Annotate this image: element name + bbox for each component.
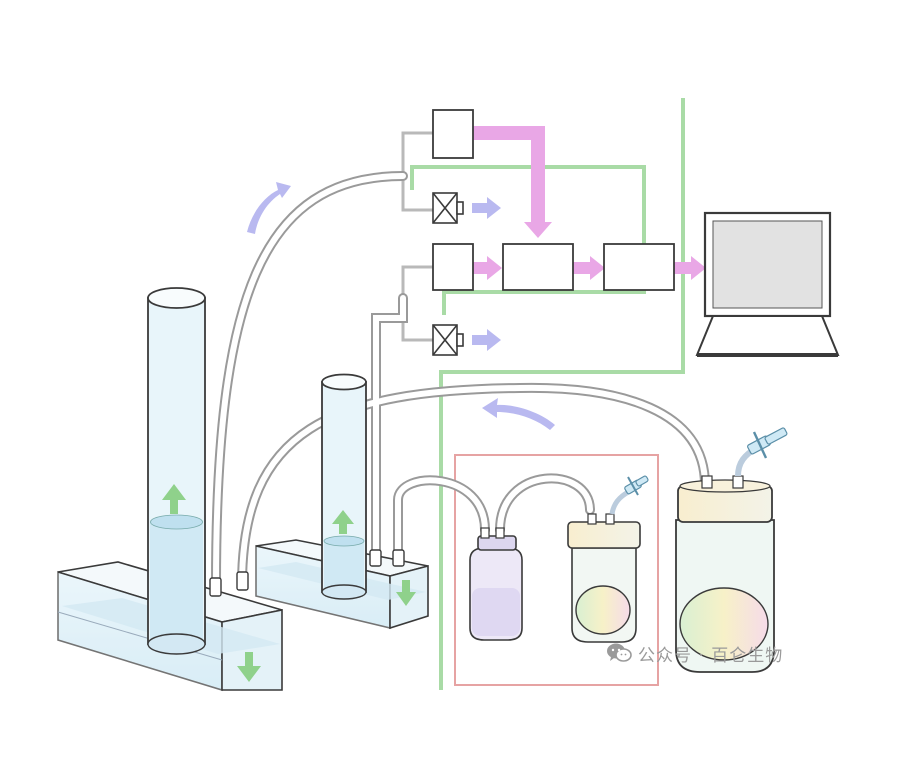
- computer-icon: [695, 211, 840, 357]
- green-signal-lines: [410, 98, 685, 690]
- stopcock-small: [624, 475, 649, 496]
- small-reagent-bottle: [469, 527, 523, 641]
- sensor-box-middle: [432, 243, 474, 291]
- analyzer-boxes: [432, 109, 675, 291]
- medium-sample-jar: [567, 475, 649, 643]
- small-graduated-cylinder: [321, 373, 367, 600]
- flow-direction-arrows: [247, 182, 555, 430]
- tubing: [211, 171, 710, 590]
- monitor-screen: [712, 220, 823, 309]
- tank-connectors-left: [209, 571, 249, 597]
- large-graduated-cylinder: [147, 287, 206, 655]
- wechat-icon: [607, 643, 632, 662]
- tank-connectors-middle: [369, 549, 405, 567]
- watermark-text: 公众号 · 百仑生物: [638, 645, 784, 666]
- valve-top: [432, 192, 464, 224]
- stopcock-large: [747, 427, 788, 459]
- valve-bottom: [432, 324, 464, 356]
- processing-box-1: [502, 243, 574, 291]
- keyboard-base: [695, 315, 840, 356]
- watermark: 公众号 · 百仑生物: [606, 640, 783, 666]
- pink-arrows: [473, 126, 706, 280]
- large-sample-jar: [675, 427, 788, 673]
- water-level-arrows: [162, 484, 416, 682]
- sensor-box-top: [432, 109, 474, 159]
- purple-exhaust-arrows: [472, 197, 501, 351]
- processing-box-2: [603, 243, 675, 291]
- bottle-enclosure-frame: [454, 454, 659, 686]
